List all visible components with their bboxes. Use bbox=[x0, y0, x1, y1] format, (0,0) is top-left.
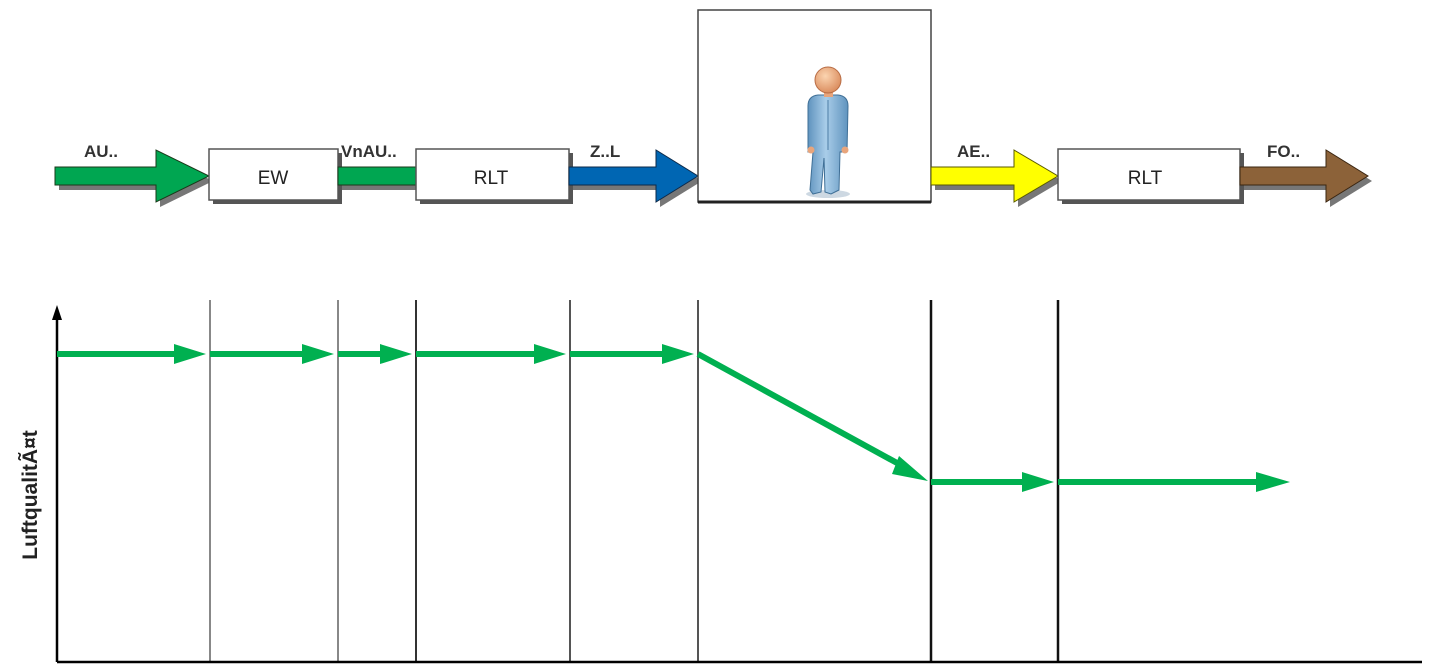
quality-arrow bbox=[1058, 472, 1290, 492]
y-axis-label: LuftqualitÃ¤t bbox=[19, 430, 42, 559]
label-fo: FO.. bbox=[1267, 142, 1300, 161]
quality-arrow bbox=[931, 472, 1054, 492]
ew-box bbox=[208, 148, 342, 204]
quality-arrow bbox=[570, 344, 694, 364]
extract-air-arrow bbox=[930, 149, 1062, 207]
label-zl: Z..L bbox=[590, 142, 620, 161]
exhaust-air-arrow bbox=[1239, 149, 1372, 207]
rlt-label-2: RLT bbox=[1128, 168, 1163, 189]
ew-label: EW bbox=[258, 168, 289, 189]
quality-arrow bbox=[338, 344, 412, 364]
supply-air-arrow bbox=[568, 149, 702, 207]
label-ae: AE.. bbox=[957, 142, 990, 161]
flow-schematic: AU.. EW VnAU.. RLT Z..L bbox=[54, 9, 1372, 207]
air-quality-line bbox=[57, 344, 1290, 492]
vnau-segment bbox=[337, 166, 417, 186]
rlt-box-1 bbox=[415, 148, 573, 204]
quality-arrow bbox=[696, 351, 928, 481]
person-icon bbox=[806, 66, 850, 198]
air-quality-chart: LuftqualitÃ¤t bbox=[19, 300, 1422, 664]
rlt-label-1: RLT bbox=[474, 168, 509, 189]
quality-arrow bbox=[210, 344, 334, 364]
chart-axes bbox=[52, 305, 1422, 664]
label-au: AU.. bbox=[84, 142, 118, 161]
label-vnau: VnAU.. bbox=[341, 142, 397, 161]
quality-arrow bbox=[416, 344, 566, 364]
quality-arrow bbox=[57, 344, 206, 364]
rlt-box-2 bbox=[1057, 148, 1244, 204]
outdoor-air-arrow bbox=[54, 149, 213, 207]
y-axis-arrowhead bbox=[52, 305, 62, 320]
